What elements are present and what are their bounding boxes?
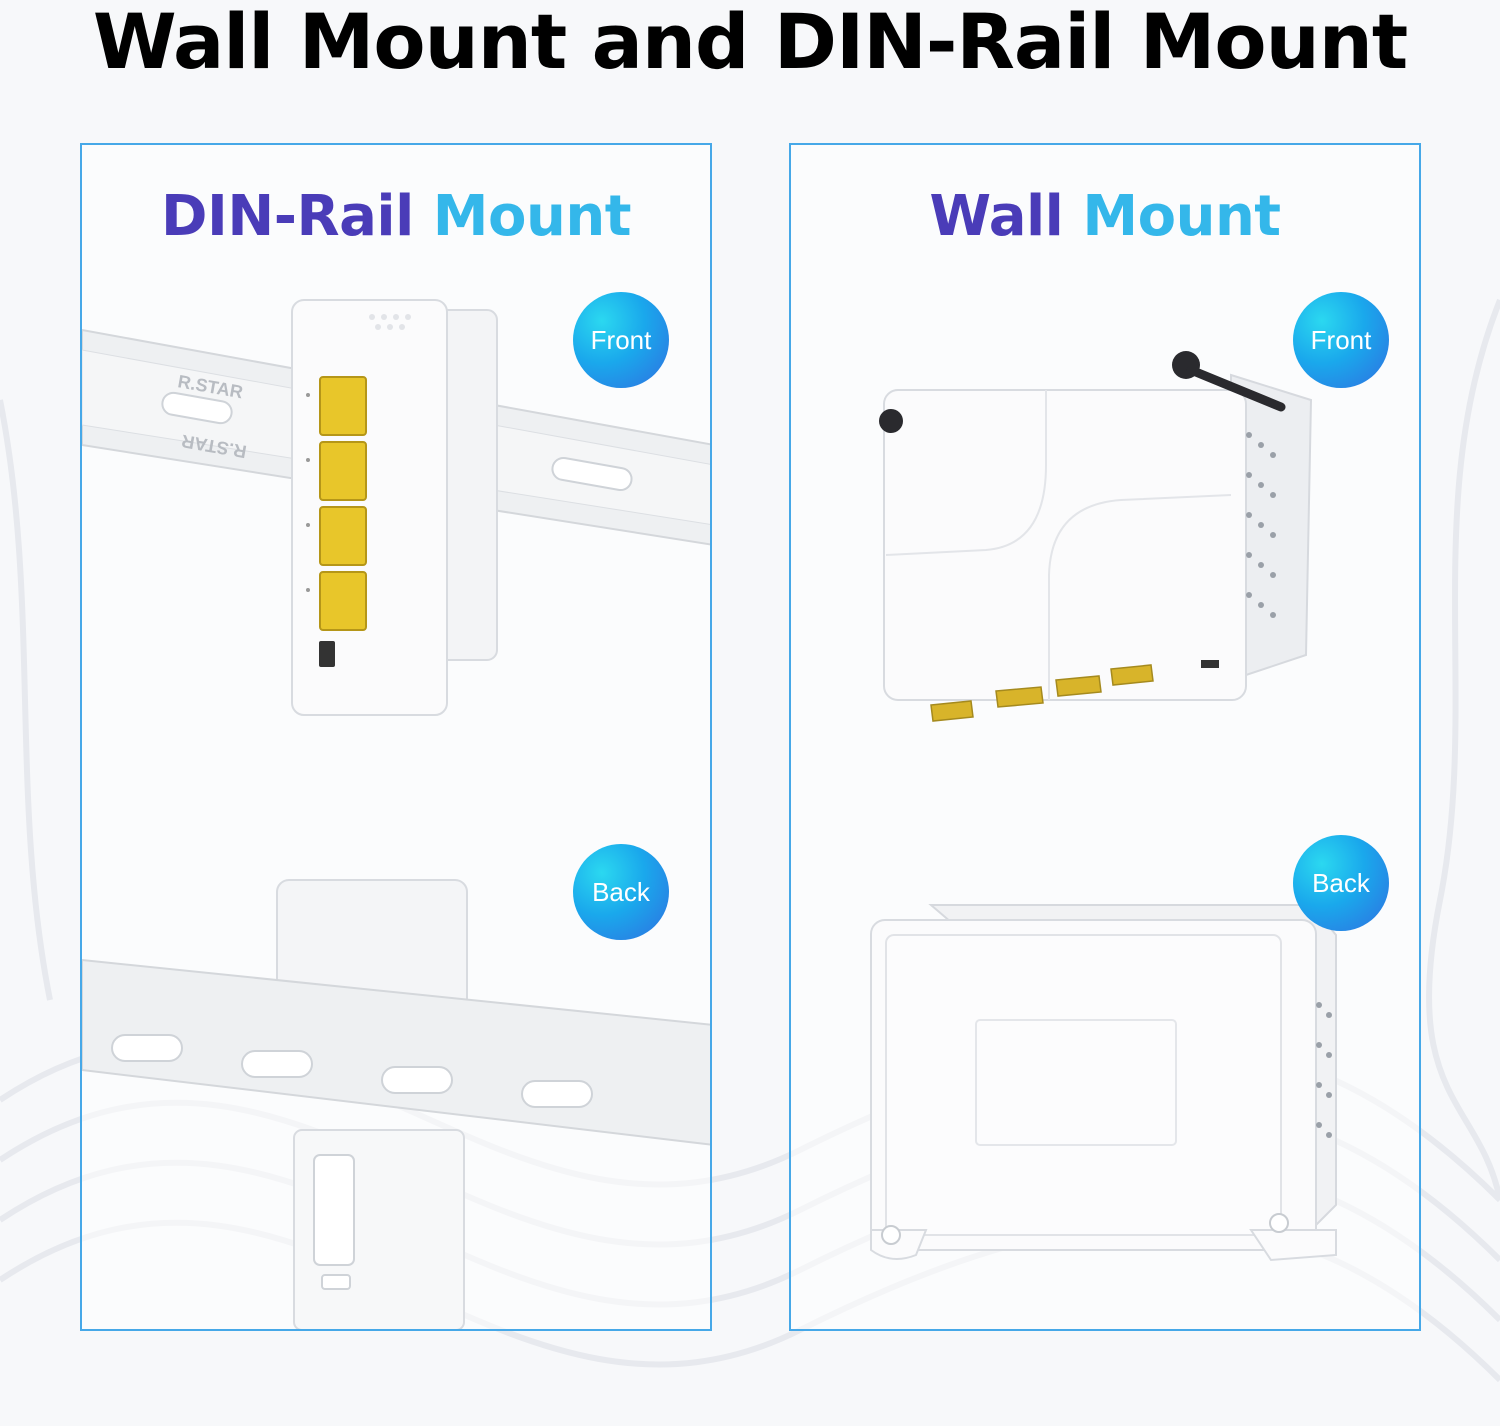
ethernet-ports [319,376,367,631]
wall-front-badge: Front [1293,292,1389,388]
din-rail-front-badge: Front [573,292,669,388]
wall-mount-illustration [870,351,1337,1262]
wall-title-word2: Mount [1082,184,1281,249]
wall-back-badge: Back [1293,835,1389,931]
din-rail-title-word2: Mount [432,184,632,249]
page-title: Wall Mount and DIN-Rail Mount [92,0,1408,86]
din-rail-back [82,879,710,1329]
switch-back-wall [870,904,1337,1262]
wall-title-word1: Wall [929,184,1064,249]
din-rail-mount-panel: R.STAR R.STAR [80,143,712,1331]
wall-panel-title: Wall Mount [791,185,1419,249]
screw-icon [879,351,1286,433]
din-rail-illustration: R.STAR R.STAR [82,299,710,1329]
ethernet-ports-bottom [930,660,1219,722]
din-rail-panel-title: DIN-Rail Mount [82,185,710,249]
switch-front-wall [879,351,1313,722]
din-rail-title-word1: DIN-Rail [161,184,414,249]
switch-front-din [291,299,498,716]
din-rail-back-badge: Back [573,844,669,940]
wall-mount-panel: Wall Mount Front Back [789,143,1421,1331]
